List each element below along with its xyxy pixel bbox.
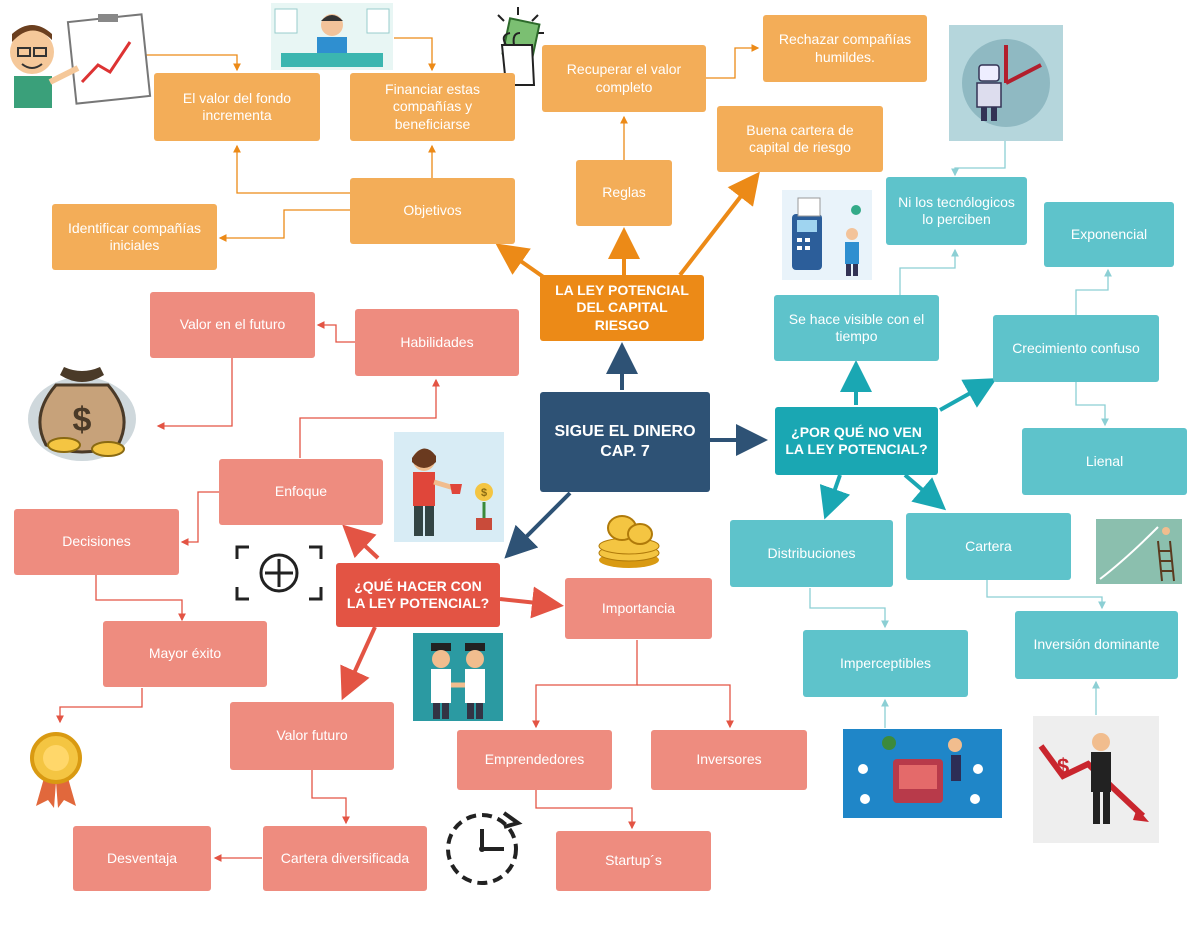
node-valor-fondo[interactable]: El valor del fondo incrementa	[154, 73, 320, 141]
svg-text:$: $	[73, 401, 92, 439]
node-imperceptibles[interactable]: Imperceptibles	[803, 630, 968, 697]
node-inversores[interactable]: Inversores	[651, 730, 807, 790]
growth-ladder-illustration	[1096, 519, 1182, 584]
focus-target-icon	[235, 545, 323, 601]
node-emprendedores[interactable]: Emprendedores	[457, 730, 612, 790]
node-crecimiento[interactable]: Crecimiento confuso	[993, 315, 1159, 382]
node-financiar[interactable]: Financiar estas compañías y beneficiarse	[350, 73, 515, 141]
hub-ley-potencial[interactable]: LA LEY POTENCIAL DEL CAPITAL RIESGO	[540, 275, 704, 341]
analyst-desk-illustration	[271, 3, 393, 70]
clock-icon	[442, 805, 526, 889]
node-buena-cartera[interactable]: Buena cartera de capital de riesgo	[717, 106, 883, 172]
node-valor-futuro-top[interactable]: Valor en el futuro	[150, 292, 315, 358]
center-node[interactable]: SIGUE EL DINERO CAP. 7	[540, 392, 710, 492]
money-bag-illustration: $	[20, 345, 145, 465]
robot-clock-illustration	[949, 25, 1063, 141]
businessman-chart-illustration: $	[1033, 716, 1159, 843]
node-habilidades[interactable]: Habilidades	[355, 309, 519, 376]
node-decisiones[interactable]: Decisiones	[14, 509, 179, 575]
coin-stack-illustration	[594, 508, 664, 573]
node-visible[interactable]: Se hace visible con el tiempo	[774, 295, 939, 361]
medal-icon	[28, 730, 84, 810]
node-rechazar[interactable]: Rechazar compañías humildes.	[763, 15, 927, 82]
node-objetivos[interactable]: Objetivos	[350, 178, 515, 244]
svg-text:$: $	[1057, 754, 1069, 779]
node-cartera[interactable]: Cartera	[906, 513, 1071, 580]
node-desventaja[interactable]: Desventaja	[73, 826, 211, 891]
payment-terminal-illustration	[782, 190, 872, 280]
handshake-illustration	[413, 633, 503, 721]
hub-que-hacer[interactable]: ¿QUÉ HACER CON LA LEY POTENCIAL?	[336, 563, 500, 627]
node-enfoque[interactable]: Enfoque	[219, 459, 383, 525]
node-ni-tecnologicos[interactable]: Ni los tecnólogicos lo perciben	[886, 177, 1027, 245]
money-hand-illustration	[488, 5, 550, 87]
node-distribuciones[interactable]: Distribuciones	[730, 520, 893, 587]
node-cartera-diversificada[interactable]: Cartera diversificada	[263, 826, 427, 891]
node-lineal[interactable]: Lienal	[1022, 428, 1187, 495]
node-importancia[interactable]: Importancia	[565, 578, 712, 639]
svg-text:$: $	[481, 487, 487, 499]
node-inversion[interactable]: Inversión dominante	[1015, 611, 1178, 679]
hub-por-que[interactable]: ¿POR QUÉ NO VEN LA LEY POTENCIAL?	[775, 407, 938, 475]
node-reglas[interactable]: Reglas	[576, 160, 672, 226]
investor-plant-illustration: $	[394, 432, 504, 542]
node-identificar[interactable]: Identificar compañías iniciales	[52, 204, 217, 270]
node-exponencial[interactable]: Exponencial	[1044, 202, 1174, 267]
node-valor-futuro[interactable]: Valor futuro	[230, 702, 394, 770]
node-startups[interactable]: Startup´s	[556, 831, 711, 891]
node-recuperar[interactable]: Recuperar el valor completo	[542, 45, 706, 112]
teacher-chart-illustration	[0, 10, 160, 110]
data-dashboard-illustration	[843, 729, 1002, 818]
node-mayor-exito[interactable]: Mayor éxito	[103, 621, 267, 687]
